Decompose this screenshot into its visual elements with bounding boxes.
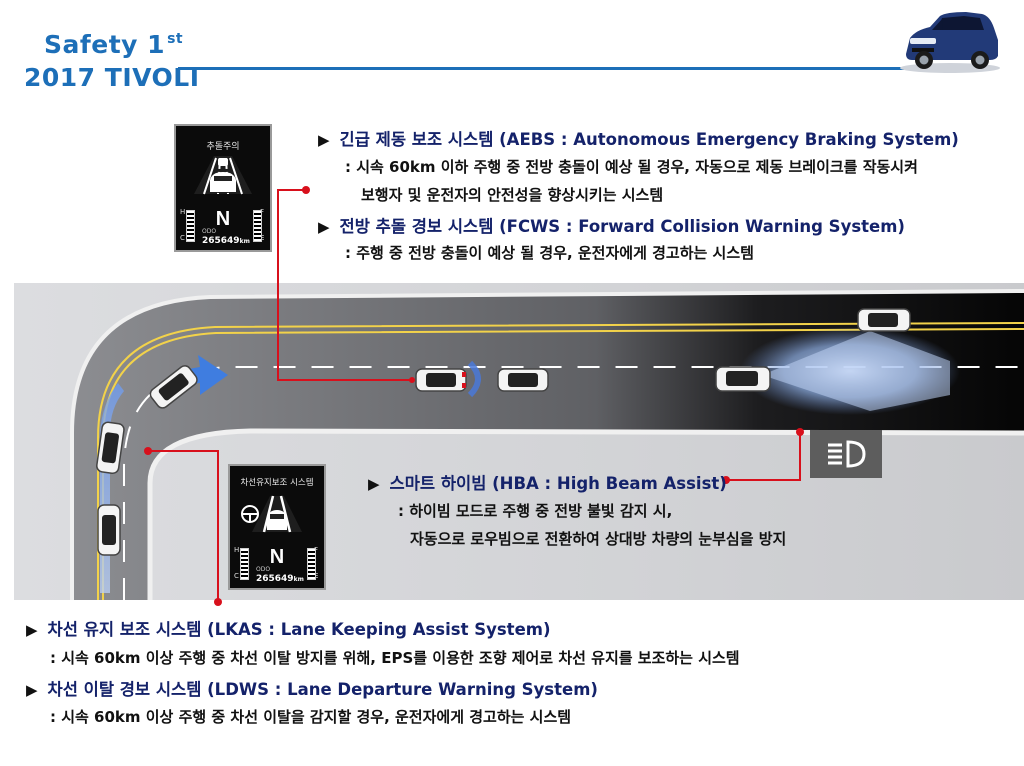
ldws-desc: : 시속 60km 이상 주행 중 차선 이탈을 감지할 경우, 운전자에게 경… — [50, 708, 572, 726]
aebs-title: ▶ 긴급 제동 보조 시스템 (AEBS : Autonomous Emergen… — [318, 126, 959, 150]
cluster-fuel-f: F — [314, 546, 319, 554]
fuel-gauge — [253, 210, 262, 242]
car-highbeam — [715, 366, 771, 392]
lkas-title-text: 차선 유지 보조 시스템 (LKAS : Lane Keeping Assist… — [47, 620, 551, 639]
car-rear — [97, 504, 121, 556]
car-oncoming — [857, 308, 911, 332]
cluster-display-fcws: 추돌주의 H C N ODO 265649km F E — [174, 124, 272, 252]
fuel-gauge — [307, 548, 316, 580]
hba-title-text: 스마트 하이빔 (HBA : High Beam Assist) — [389, 474, 727, 493]
cluster-fuel-e: E — [260, 234, 265, 242]
hba-desc-line1: : 하이빔 모드로 주행 중 전방 불빛 감지 시, — [398, 502, 673, 520]
ldws-title-text: 차선 이탈 경보 시스템 (LDWS : Lane Departure Warn… — [47, 680, 598, 699]
aebs-desc-line2: 보행자 및 운전자의 안전성을 향상시키는 시스템 — [361, 186, 664, 204]
temp-gauge — [186, 210, 195, 242]
hba-desc-line2: 자동으로 로우빔으로 전환하여 상대방 차량의 눈부심을 방지 — [410, 530, 787, 548]
bullet-triangle-icon: ▶ — [368, 475, 380, 493]
title-superscript: st — [167, 31, 184, 47]
title-model: 2017 TIVOLI — [24, 63, 200, 92]
fcws-title: ▶ 전방 추돌 경보 시스템 (FCWS : Forward Collision … — [318, 213, 905, 237]
bullet-triangle-icon: ▶ — [26, 681, 38, 699]
cluster-temp-c: C — [180, 234, 185, 242]
bullet-triangle-icon: ▶ — [318, 131, 330, 149]
lane-keep-graphic — [241, 495, 302, 533]
odometer-unit: km — [239, 238, 250, 245]
odometer-value: 265649 — [202, 236, 240, 246]
bullet-triangle-icon: ▶ — [26, 621, 38, 639]
high-beam-icon — [828, 440, 866, 468]
cluster-temp-c: C — [234, 572, 239, 580]
header-divider — [178, 67, 904, 70]
cluster-odo-label: ODO — [256, 566, 271, 573]
cluster-gear: N — [215, 208, 231, 230]
cluster-temp-h: H — [180, 208, 186, 216]
car-aebs — [415, 368, 467, 392]
cluster-fuel-e: E — [314, 572, 319, 580]
fcws-desc: : 주행 중 전방 충돌이 예상 될 경우, 운전자에게 경고하는 시스템 — [345, 244, 754, 262]
high-beam-indicator — [810, 430, 882, 478]
car-thumbnail — [900, 12, 1000, 73]
car-lane-keep — [96, 421, 125, 475]
temp-gauge — [240, 548, 249, 580]
car-curve — [149, 365, 198, 409]
cluster-gear: N — [269, 546, 285, 568]
cluster-temp-h: H — [234, 546, 240, 554]
car-ahead — [497, 368, 549, 392]
cluster-lkas-label: 차선유지보조 시스템 — [240, 478, 314, 488]
forward-collision-graphic — [194, 156, 252, 195]
hba-title: ▶ 스마트 하이빔 (HBA : High Beam Assist) — [368, 470, 727, 494]
aebs-desc-line1: : 시속 60km 이하 주행 중 전방 충돌이 예상 될 경우, 자동으로 제… — [345, 158, 918, 176]
lkas-desc: : 시속 60km 이상 주행 중 차선 이탈 방지를 위해, EPS를 이용한… — [50, 649, 740, 667]
cluster-display-lkas: 차선유지보조 시스템 H C N ODO 265649km F E — [228, 464, 326, 590]
lkas-title: ▶ 차선 유지 보조 시스템 (LKAS : Lane Keeping Assis… — [26, 616, 551, 640]
fcws-title-text: 전방 추돌 경보 시스템 (FCWS : Forward Collision W… — [339, 217, 905, 236]
odometer-value: 265649 — [256, 574, 294, 584]
cluster-odo-label: ODO — [202, 228, 217, 235]
cluster-odometer: 265649km — [202, 236, 250, 246]
cluster-warning-label: 추돌주의 — [206, 142, 240, 152]
bullet-triangle-icon: ▶ — [318, 218, 330, 236]
title-main: Safety 1 — [44, 30, 166, 59]
ldws-title: ▶ 차선 이탈 경보 시스템 (LDWS : Lane Departure War… — [26, 676, 598, 700]
aebs-title-text: 긴급 제동 보조 시스템 (AEBS : Autonomous Emergenc… — [339, 130, 959, 149]
cluster-odometer: 265649km — [256, 574, 304, 584]
odometer-unit: km — [293, 576, 304, 583]
cluster-fuel-f: F — [260, 208, 265, 216]
